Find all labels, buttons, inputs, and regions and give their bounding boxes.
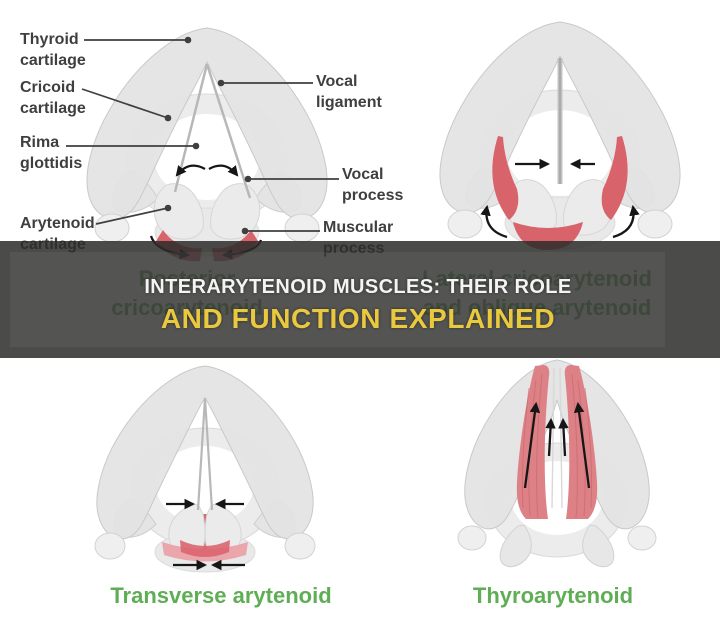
diagram-transverse-arytenoid [94, 365, 316, 573]
diagram-posterior-cricoarytenoid [66, 27, 339, 262]
thyroid-arch-shape [464, 359, 650, 530]
banner-inner-frame [10, 252, 665, 347]
lateral-cricoarytenoid-muscle-left [492, 136, 519, 220]
thyroid-arch-shape [86, 27, 328, 220]
inferior-horn-left [457, 525, 487, 551]
tension-arrows [523, 401, 591, 489]
banner-title-line2: AND FUNCTION EXPLAINED [160, 303, 556, 334]
banner-title-line1: INTERARYTENOID MUSCLES: THEIR ROLE [144, 276, 572, 298]
arytenoid-mound-right [210, 183, 261, 240]
vocal-ligament-right-line [203, 397, 214, 511]
lateral-cricoarytenoid-muscle-right [601, 136, 628, 220]
transverse-muscle-red-band [180, 540, 230, 557]
caption-thyroarytenoid: Thyroarytenoid [472, 583, 634, 608]
inferior-horn-right [627, 525, 657, 551]
label-vocal-process: Vocal process [342, 166, 404, 204]
vocal-ligament-left-line [551, 367, 555, 509]
muscular-process-horn-right [582, 524, 615, 568]
adduction-arrows [480, 158, 640, 239]
inferior-horn-left [447, 209, 483, 239]
inferior-horn-right [637, 209, 673, 239]
label-cricoid-cartilage: Cricoid cartilage [20, 79, 86, 117]
label-rima-glottidis: Rima glottidis [20, 134, 83, 172]
inferior-horn-right [284, 213, 320, 243]
leader-lines [66, 39, 339, 232]
label-vocal-ligament: Vocal ligament [316, 73, 382, 111]
vocal-ligament-right-line [559, 367, 563, 509]
muscular-process-horn-left [499, 524, 532, 568]
vocal-ligament-right-line [205, 63, 252, 199]
vocal-ligament-left-line [196, 397, 207, 511]
caption-transverse-arytenoid: Transverse arytenoid [110, 583, 332, 608]
inferior-horn-left [94, 532, 126, 560]
airway-lumen [154, 114, 260, 200]
leader-dots [164, 36, 252, 235]
title-banner: INTERARYTENOID MUSCLES: THEIR ROLE AND F… [0, 241, 720, 358]
adduction-arrows [166, 498, 245, 571]
label-thyroid-cartilage: Thyroid cartilage [20, 31, 86, 69]
diagram-lateral-cricoarytenoid [439, 21, 681, 250]
inferior-horn-right [284, 532, 316, 560]
arytenoid-mound-left [153, 183, 204, 240]
diagram-thyroarytenoid [457, 359, 657, 568]
